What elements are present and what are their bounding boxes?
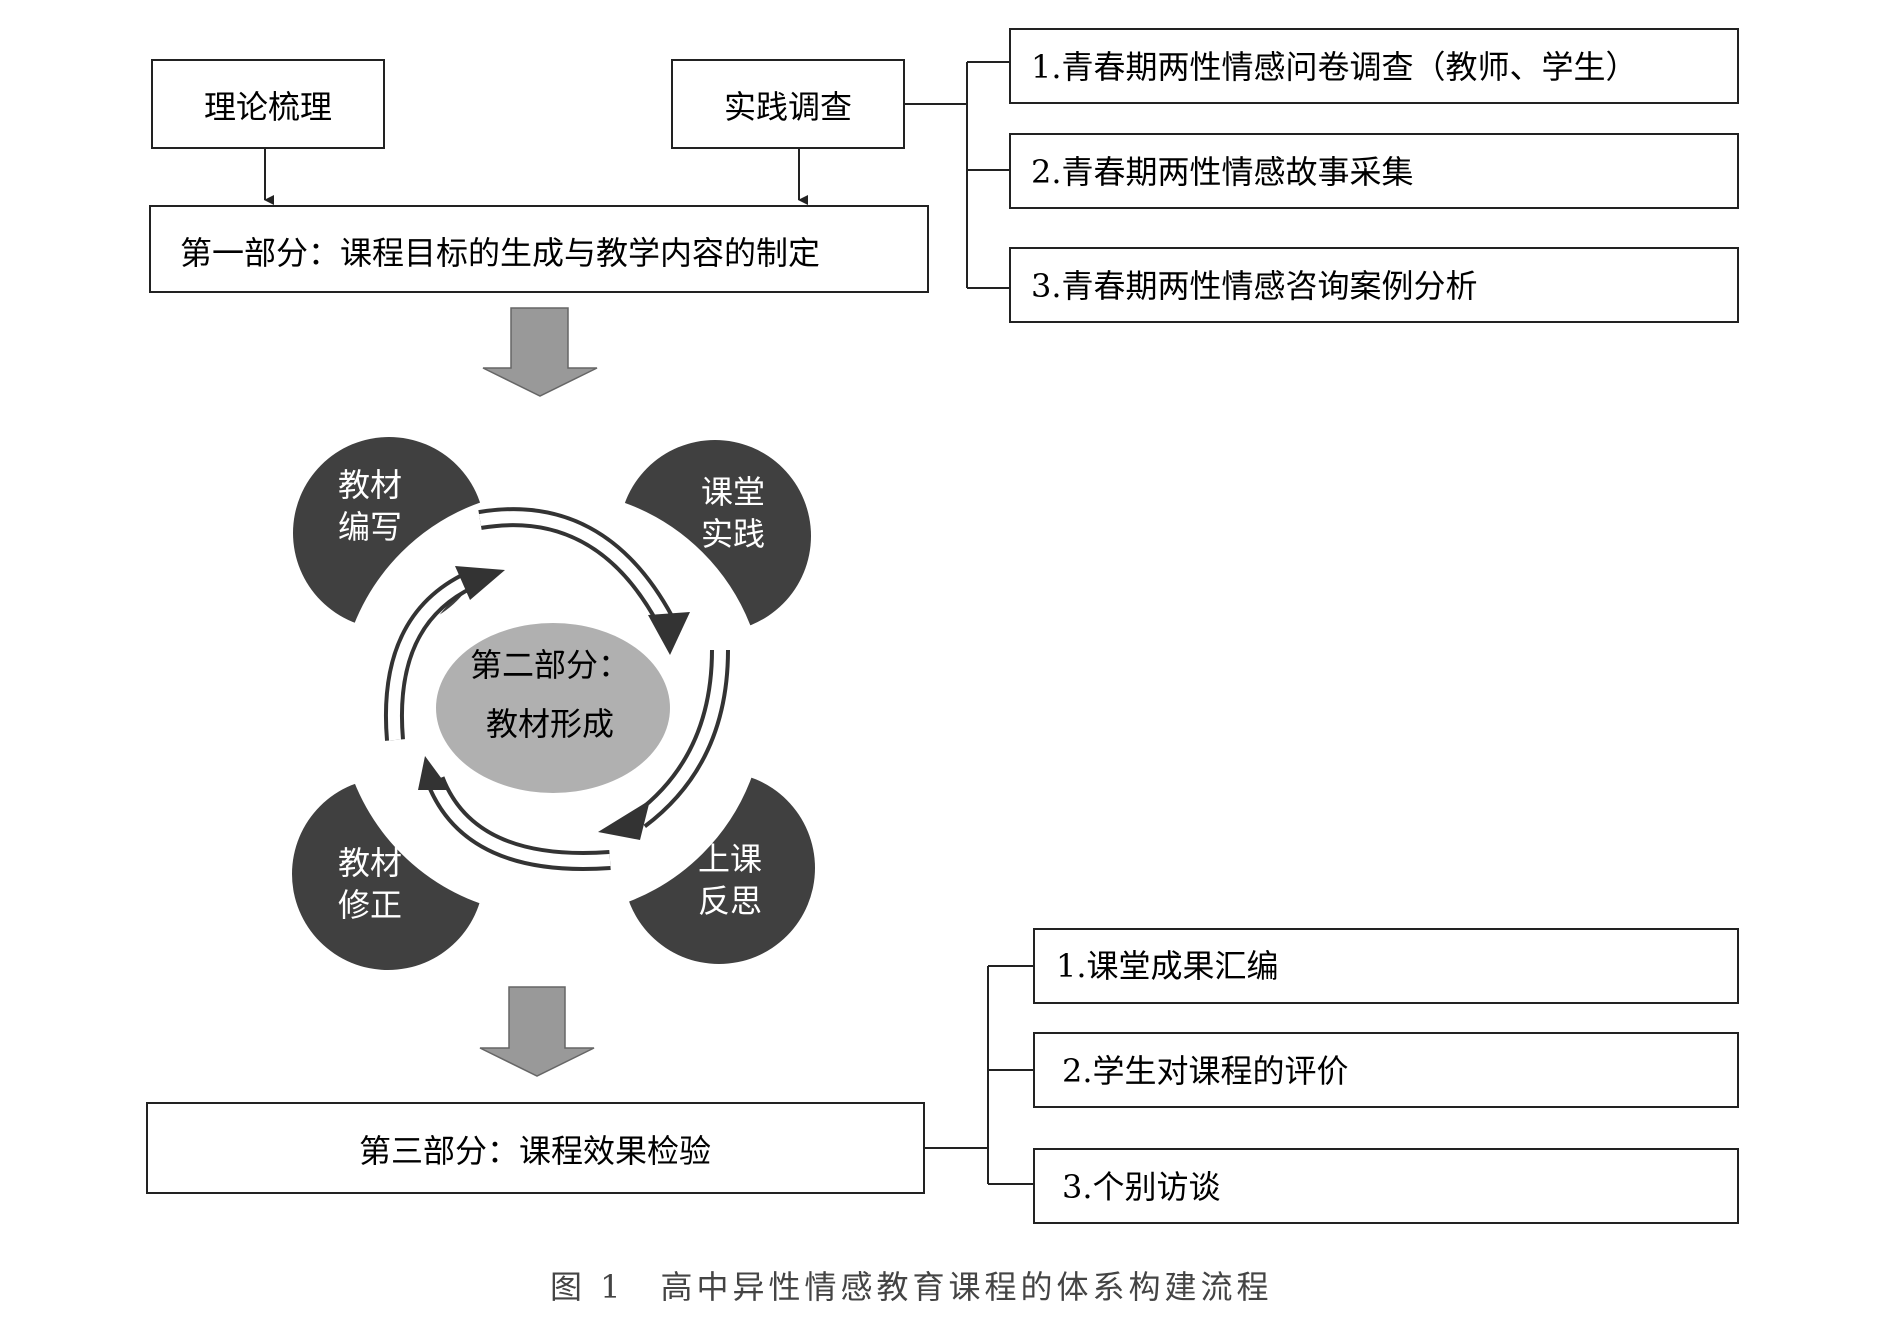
survey-item-3: 3.青春期两性情感咨询案例分析 (1009, 247, 1739, 323)
result-item-1: 1.课堂成果汇编 (1033, 928, 1739, 1004)
theory-box: 理论梳理 (151, 59, 385, 149)
survey-item-1-label: 1.青春期两性情感问卷调查（教师、学生） (1031, 48, 1638, 86)
theory-label: 理论梳理 (204, 88, 332, 126)
node-lesson-reflection-line2: 反思 (698, 882, 762, 920)
survey-item-2: 2.青春期两性情感故事采集 (1009, 133, 1739, 209)
node-classroom-practice-line1: 课堂 (701, 473, 765, 511)
cycle-arrowhead-4 (455, 566, 505, 600)
node-classroom-practice-line2: 实践 (701, 515, 765, 553)
cycle-arrowhead-3 (418, 756, 450, 790)
center-ellipse (436, 623, 670, 793)
result-item-2: 2.学生对课程的评价 (1033, 1032, 1739, 1108)
result-item-3: 3.个别访谈 (1033, 1148, 1739, 1224)
node-textbook-revision-line2: 修正 (338, 886, 402, 924)
results-connector (924, 965, 1034, 1185)
big-arrow-down-2 (479, 986, 595, 1077)
result-item-2-label: 2.学生对课程的评价 (1062, 1052, 1349, 1090)
part1-label: 第一部分：课程目标的生成与教学内容的制定 (180, 234, 820, 272)
cycle-diagram: 第二部分： 教材形成 教材 编写 课堂 实践 上课 反思 教材 修正 (292, 437, 815, 970)
big-arrow-down-1 (482, 307, 598, 397)
node-textbook-revision-line1: 教材 (338, 844, 402, 882)
cycle-arrows (384, 507, 730, 871)
practice-survey-label: 实践调查 (724, 88, 852, 126)
survey-connector (904, 61, 1010, 289)
figure-caption: 图 1 高中异性情感教育课程的体系构建流程 (550, 1268, 1273, 1306)
center-label-line2: 教材形成 (486, 705, 614, 743)
center-label-line1: 第二部分： (470, 646, 630, 684)
survey-item-2-label: 2.青春期两性情感故事采集 (1031, 153, 1414, 191)
part1-box: 第一部分：课程目标的生成与教学内容的制定 (149, 205, 929, 293)
cycle-arrowhead-1 (648, 612, 690, 655)
part3-box: 第三部分：课程效果检验 (146, 1102, 925, 1194)
survey-item-3-label: 3.青春期两性情感咨询案例分析 (1031, 267, 1478, 305)
survey-item-1: 1.青春期两性情感问卷调查（教师、学生） (1009, 28, 1739, 104)
result-item-1-label: 1.课堂成果汇编 (1056, 947, 1279, 985)
result-item-3-label: 3.个别访谈 (1062, 1168, 1221, 1206)
node-textbook-writing-line1: 教材 (338, 466, 402, 504)
part3-label: 第三部分：课程效果检验 (359, 1132, 711, 1170)
node-textbook-writing-line2: 编写 (338, 508, 402, 546)
cycle-arrowhead-2 (598, 800, 650, 840)
node-lesson-reflection-line1: 上课 (698, 840, 762, 878)
practice-survey-box: 实践调查 (671, 59, 905, 149)
